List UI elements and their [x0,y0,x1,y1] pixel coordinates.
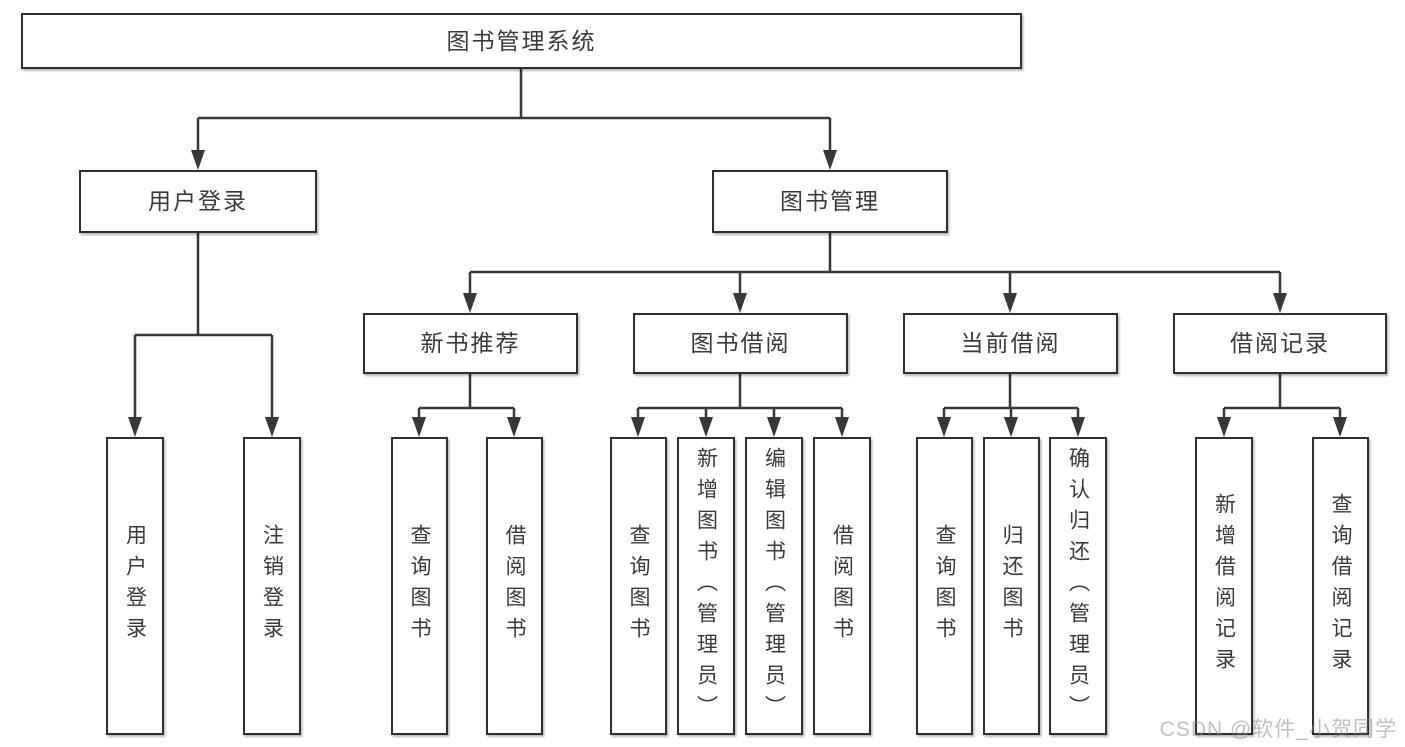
node-label: 图书管理 [780,188,880,214]
arrow-icon [1273,293,1287,313]
connector-book-borrow [636,374,844,418]
connector-root [196,69,832,151]
arrow-icon [507,417,521,437]
arrow-icon [191,150,205,170]
node-label: 查询图书 [933,524,956,648]
arrow-icon [631,417,645,437]
node-label: 借阅记录 [1230,330,1330,356]
leaf-add-borrow-record: 新增借阅记录 [1195,437,1253,735]
node-label: 编辑图书（管理员） [762,446,786,726]
node-book-management: 图书管理 [712,170,948,233]
node-label: 归还图书 [1000,524,1023,648]
node-label: 查询借阅记录 [1329,493,1352,679]
leaf-user-login: 用户登录 [106,437,164,735]
node-label: 图书管理系统 [446,27,597,54]
arrow-icon [463,293,477,313]
leaf-add-book-admin: 新增图书（管理员） [677,437,735,735]
connector-borrow-records [1222,374,1342,418]
leaf-confirm-return-admin: 确认归还（管理员） [1049,437,1107,735]
arrow-icon [412,417,426,437]
node-label: 借阅图书 [830,524,854,648]
node-label: 注销登录 [260,524,284,648]
node-label: 查询图书 [627,524,650,648]
node-current-borrow: 当前借阅 [903,313,1118,374]
connector-current-borrow [942,374,1080,418]
node-label: 图书借阅 [690,330,791,356]
arrow-icon [1071,417,1085,437]
arrow-icon [1333,417,1347,437]
arrow-icon [1004,417,1018,437]
leaf-borrow-books: 借阅图书 [813,437,871,735]
leaf-recommend-query-books: 查询图书 [391,437,448,735]
node-label: 新书推荐 [420,330,521,356]
node-label: 借阅图书 [503,524,526,648]
arrowheads [128,150,1347,437]
leaf-edit-book-admin: 编辑图书（管理员） [745,437,803,735]
node-user-login: 用户登录 [79,170,317,233]
arrow-icon [265,417,279,437]
arrow-icon [767,417,781,437]
arrow-icon [733,293,747,313]
connector-user-login [133,233,274,418]
arrow-icon [823,150,837,170]
leaf-query-borrow-record: 查询借阅记录 [1312,437,1369,735]
leaf-return-books: 归还图书 [983,437,1040,735]
node-label: 新增图书（管理员） [694,446,718,726]
leaf-current-query-books: 查询图书 [916,437,973,735]
arrow-icon [835,417,849,437]
node-book-borrow: 图书借阅 [633,313,848,374]
node-root: 图书管理系统 [21,13,1022,69]
leaf-recommend-borrow-books: 借阅图书 [486,437,543,735]
node-label: 用户登录 [123,524,147,648]
node-label: 当前借阅 [960,330,1061,356]
connector-new-book-recommend [417,374,516,418]
node-new-book-recommend: 新书推荐 [363,313,578,374]
arrow-icon [699,417,713,437]
leaf-logout: 注销登录 [243,437,301,735]
node-label: 确认归还（管理员） [1066,446,1090,726]
node-label: 新增借阅记录 [1212,493,1236,679]
arrow-icon [1003,293,1017,313]
csdn-watermark: CSDN @软件_小贺同学 [1159,718,1397,741]
connector-book-management [468,233,1282,294]
node-label: 用户登录 [148,188,248,214]
node-borrow-records: 借阅记录 [1173,313,1387,374]
leaf-borrow-query-books: 查询图书 [610,437,667,735]
node-label: 查询图书 [408,524,431,648]
arrow-icon [1217,417,1231,437]
arrow-icon [128,417,142,437]
arrow-icon [937,417,951,437]
